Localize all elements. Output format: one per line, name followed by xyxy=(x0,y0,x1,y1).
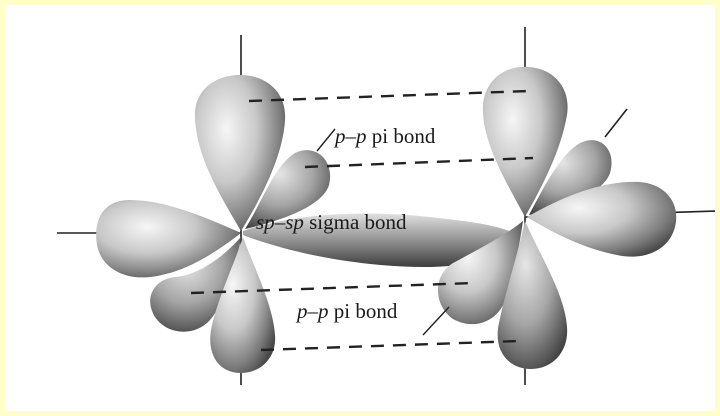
diagram-frame: p–p pi bond sp–sp sigma bond p–p pi bond xyxy=(5,5,715,411)
top-pi-leader xyxy=(317,129,335,151)
top-pi-bond-label: p–p pi bond xyxy=(335,126,435,147)
orbital-diagram xyxy=(5,5,715,411)
bottom-pi-bond-label: p–p pi bond xyxy=(297,301,397,322)
bottom-pi-leader xyxy=(423,307,449,335)
bottom-pi-dash-lower xyxy=(261,341,519,350)
right-carbon-orbitals xyxy=(438,67,676,369)
sigma-bond-label: sp–sp sigma bond xyxy=(256,212,407,233)
right-diagonal-axis xyxy=(605,109,627,137)
